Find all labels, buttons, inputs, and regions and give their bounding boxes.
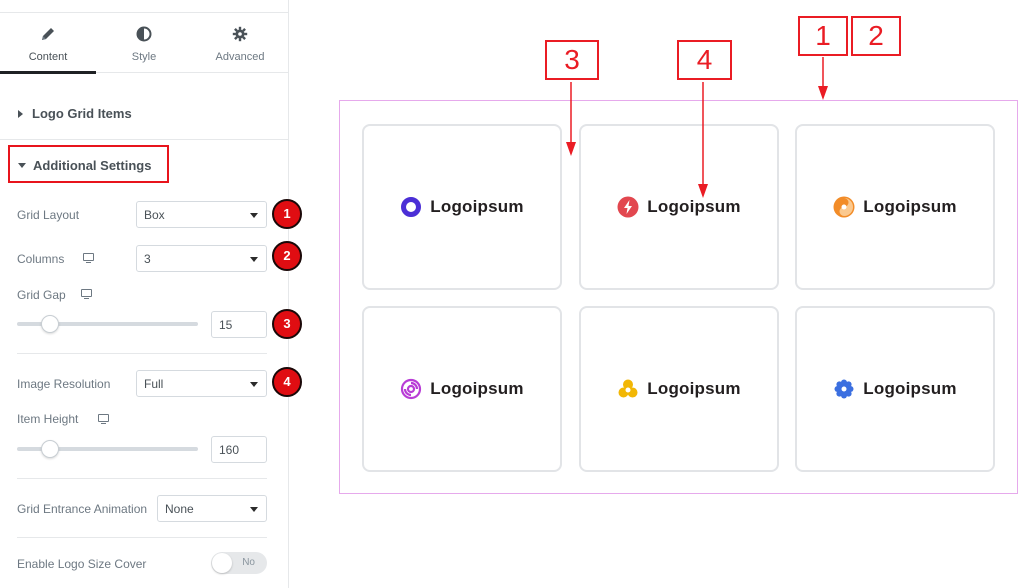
logo: Logoipsum bbox=[797, 126, 993, 288]
logo: Logoipsum bbox=[364, 126, 560, 288]
logo-text: Logoipsum bbox=[863, 197, 957, 216]
logo-text: Logoipsum bbox=[863, 379, 957, 398]
grid-gap-value: 15 bbox=[219, 318, 233, 332]
tab-content-label: Content bbox=[28, 51, 68, 63]
chevron-down-icon bbox=[250, 257, 258, 262]
grid-layout-label: Grid Layout bbox=[17, 208, 80, 222]
chevron-down-icon bbox=[250, 507, 258, 512]
gear-icon bbox=[192, 26, 288, 44]
toggle-state-label: No bbox=[242, 557, 255, 568]
trefoil-logo-icon bbox=[618, 379, 638, 398]
logo-text: Logoipsum bbox=[430, 379, 524, 398]
logo-grid-item[interactable]: Logoipsum bbox=[795, 306, 995, 472]
desktop-icon[interactable] bbox=[98, 414, 109, 424]
columns-label: Columns bbox=[17, 252, 65, 266]
logo: Logoipsum bbox=[364, 308, 560, 470]
annotation-badge-3: 3 bbox=[272, 309, 302, 339]
pencil-icon bbox=[0, 26, 96, 44]
enable-logo-size-cover-toggle[interactable]: No bbox=[211, 552, 267, 574]
grid-gap-input[interactable]: 15 bbox=[211, 311, 267, 338]
section-title: Additional Settings bbox=[33, 158, 152, 173]
columns-select[interactable]: 3 bbox=[136, 245, 267, 272]
grid-gap-slider[interactable] bbox=[17, 315, 198, 333]
spiral-logo-icon bbox=[401, 378, 422, 400]
tab-style-label: Style bbox=[131, 51, 157, 63]
chevron-down-icon bbox=[250, 213, 258, 218]
columns-value: 3 bbox=[144, 252, 151, 266]
logo: Logoipsum bbox=[797, 308, 993, 470]
callout-1: 1 bbox=[798, 16, 848, 56]
logo-grid-item[interactable]: Logoipsum bbox=[579, 306, 779, 472]
toggle-knob bbox=[212, 553, 232, 573]
section-title: Logo Grid Items bbox=[32, 106, 132, 121]
desktop-icon[interactable] bbox=[81, 289, 92, 299]
callout-2: 2 bbox=[851, 16, 901, 56]
grid-gap-label: Grid Gap bbox=[17, 288, 66, 302]
tab-advanced-label: Advanced bbox=[215, 51, 265, 63]
tab-style[interactable]: Style bbox=[96, 13, 192, 73]
annotation-badge-1: 1 bbox=[272, 199, 302, 229]
annotation-badge-2: 2 bbox=[272, 241, 302, 271]
editor-panel: Content Style Advanced Logo Grid Items A… bbox=[0, 0, 289, 588]
section-logo-grid-items[interactable]: Logo Grid Items bbox=[0, 90, 288, 140]
logo-grid-item[interactable]: Logoipsum bbox=[362, 306, 562, 472]
logo-text: Logoipsum bbox=[430, 197, 524, 216]
logo-grid-item[interactable]: Logoipsum bbox=[362, 124, 562, 290]
image-resolution-value: Full bbox=[144, 377, 164, 391]
ring-logo-icon bbox=[401, 197, 422, 217]
logo: Logoipsum bbox=[581, 126, 777, 288]
grid-layout-select[interactable]: Box bbox=[136, 201, 267, 228]
grid-gap-slider-handle[interactable] bbox=[41, 315, 60, 333]
item-height-input[interactable]: 160 bbox=[211, 436, 267, 463]
image-resolution-select[interactable]: Full bbox=[136, 370, 267, 397]
tab-advanced[interactable]: Advanced bbox=[192, 13, 288, 73]
grid-entrance-animation-select[interactable]: None bbox=[157, 495, 267, 522]
annotation-badge-4: 4 bbox=[272, 367, 302, 397]
callout-4: 4 bbox=[677, 40, 732, 80]
item-height-slider[interactable] bbox=[17, 440, 198, 458]
item-height-slider-handle[interactable] bbox=[41, 440, 60, 458]
divider bbox=[17, 537, 267, 538]
item-height-value: 160 bbox=[219, 443, 240, 457]
item-height-label: Item Height bbox=[17, 412, 79, 426]
logo-grid-item[interactable]: Logoipsum bbox=[795, 124, 995, 290]
grid-entrance-animation-label: Grid Entrance Animation bbox=[17, 502, 148, 516]
logo: Logoipsum bbox=[581, 308, 777, 470]
logo-grid-item[interactable]: Logoipsum bbox=[579, 124, 779, 290]
chevron-down-icon bbox=[250, 382, 258, 387]
panel-tabs: Content Style Advanced bbox=[0, 12, 288, 74]
divider bbox=[17, 353, 267, 354]
swirl-logo-icon bbox=[833, 196, 855, 218]
divider bbox=[17, 478, 267, 479]
caret-down-icon bbox=[18, 163, 26, 168]
logo-text: Logoipsum bbox=[647, 197, 741, 216]
desktop-icon[interactable] bbox=[83, 253, 94, 263]
callout-3: 3 bbox=[545, 40, 599, 80]
lightning-logo-icon bbox=[617, 196, 639, 218]
section-additional-settings[interactable]: Additional Settings bbox=[8, 145, 169, 183]
tab-content[interactable]: Content bbox=[0, 13, 96, 74]
caret-right-icon bbox=[18, 110, 23, 118]
grid-layout-value: Box bbox=[144, 208, 165, 222]
flower-logo-icon bbox=[834, 379, 854, 399]
image-resolution-label: Image Resolution bbox=[17, 377, 111, 391]
grid-entrance-animation-value: None bbox=[165, 502, 194, 516]
half-circle-icon bbox=[96, 26, 192, 44]
logo-text: Logoipsum bbox=[647, 379, 741, 398]
logo-grid-preview: Logoipsum Logoipsum Logoipsum Logoipsum … bbox=[339, 100, 1018, 494]
enable-logo-size-cover-label: Enable Logo Size Cover bbox=[17, 557, 147, 571]
